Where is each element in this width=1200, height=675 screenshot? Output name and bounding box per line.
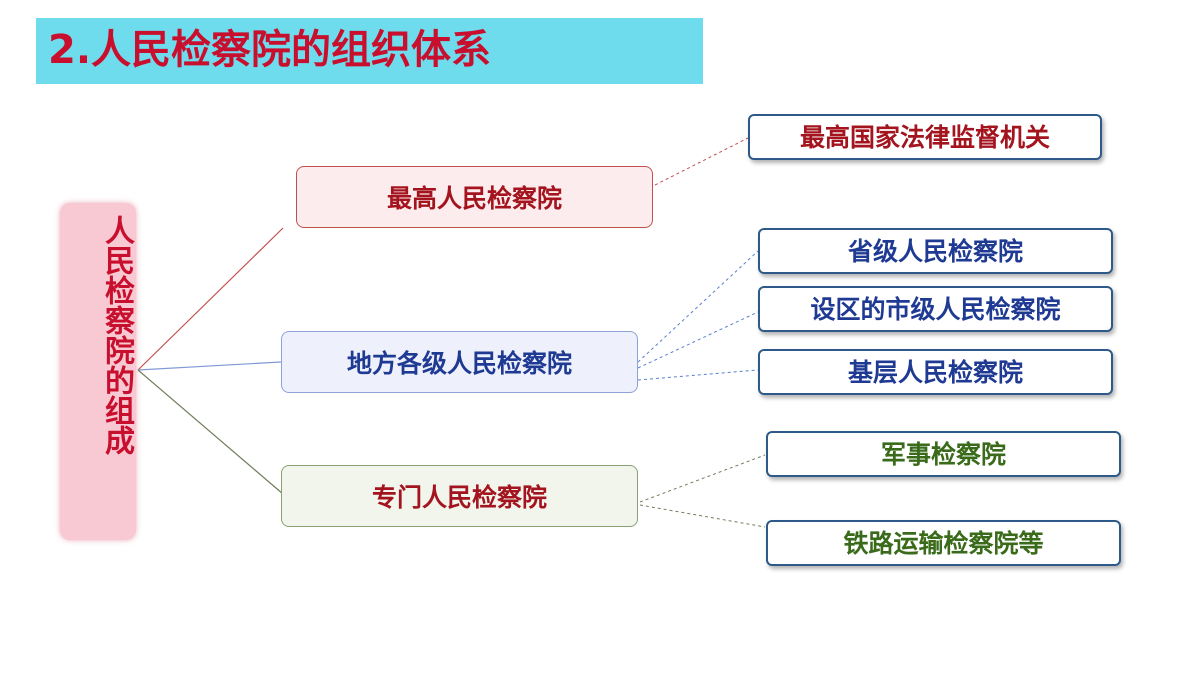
root-node: 人民检察院的组成 <box>60 203 136 540</box>
node-local-procuratorates: 地方各级人民检察院 <box>281 331 638 393</box>
link-special-military <box>639 454 766 503</box>
link-local-municipal <box>637 311 759 369</box>
link-supreme-desc <box>654 137 749 186</box>
link-local-provincial <box>637 250 759 363</box>
link-root-special <box>137 369 284 495</box>
link-root-local <box>137 361 282 371</box>
leaf-military: 军事检察院 <box>766 431 1121 477</box>
leaf-supreme-desc: 最高国家法律监督机关 <box>748 114 1102 160</box>
link-special-railway <box>639 504 766 528</box>
leaf-railway: 铁路运输检察院等 <box>766 520 1121 566</box>
node-supreme-procuratorate: 最高人民检察院 <box>296 166 653 228</box>
node-special-procuratorates: 专门人民检察院 <box>281 465 638 527</box>
leaf-municipal: 设区的市级人民检察院 <box>758 286 1113 332</box>
link-root-supreme <box>137 227 284 371</box>
link-local-basic <box>637 369 759 381</box>
title-bar: 2.人民检察院的组织体系 <box>36 18 703 84</box>
page-title: 2.人民检察院的组织体系 <box>48 27 492 73</box>
root-label: 人民检察院的组成 <box>99 215 134 455</box>
leaf-provincial: 省级人民检察院 <box>758 228 1113 274</box>
leaf-basic: 基层人民检察院 <box>758 349 1113 395</box>
